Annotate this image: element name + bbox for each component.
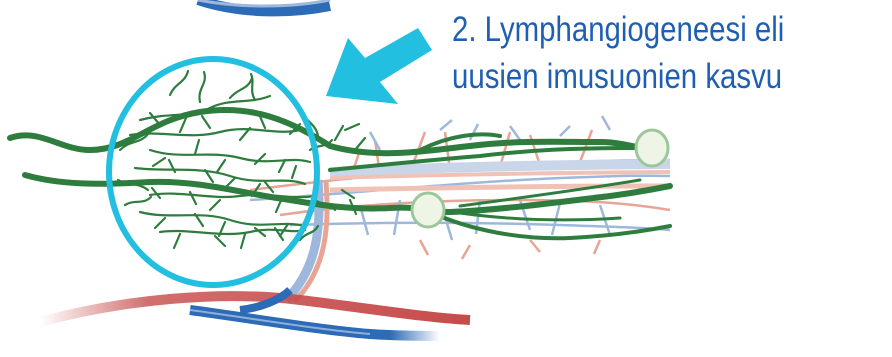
arrow-pointing-down-left-icon <box>326 28 432 104</box>
diagram-caption: 2. Lymphangiogeneesi eli uusien imusuoni… <box>452 6 784 100</box>
lymph-node <box>412 193 444 227</box>
caption-line-2: uusien imusuonien kasvu <box>452 53 784 100</box>
top-vessel <box>198 0 330 11</box>
bottom-vessels <box>40 290 470 336</box>
lymph-node <box>636 130 668 166</box>
caption-line-1: 2. Lymphangiogeneesi eli <box>452 6 784 53</box>
